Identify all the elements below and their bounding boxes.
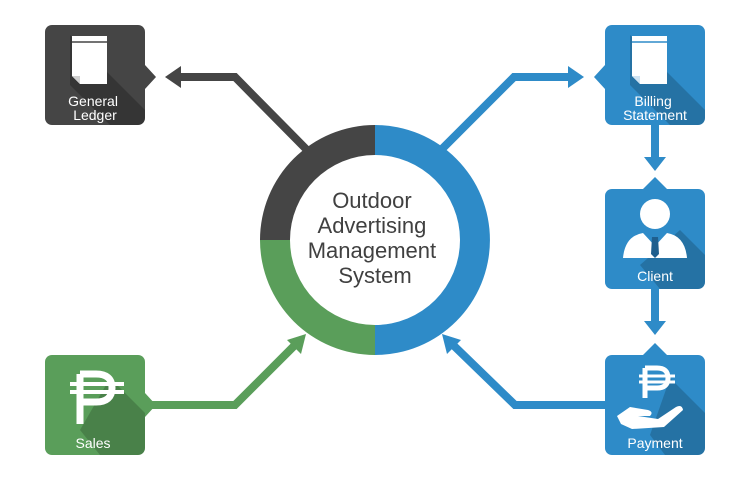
- connector-ring-to-billing: [437, 73, 572, 154]
- billing-statement-node: Billing Statement: [594, 25, 705, 125]
- general-ledger-node: General Ledger: [45, 25, 156, 125]
- arrow-head-ring-from-payment: [442, 334, 461, 354]
- connector-payment-to-ring: [447, 339, 605, 409]
- connector-sales-to-ring: [145, 339, 301, 409]
- document-icon: [632, 36, 667, 84]
- billing-statement-label: Billing Statement: [623, 93, 687, 123]
- client-person-icon: [623, 199, 687, 258]
- peso-icon: [70, 370, 124, 424]
- arrow-head-ring-from-sales: [287, 334, 306, 354]
- sales-label: Sales: [75, 435, 110, 451]
- payment-node: Payment: [605, 343, 705, 455]
- peso-hand-icon: [617, 365, 683, 429]
- payment-label: Payment: [627, 435, 682, 451]
- sales-node: Sales: [45, 355, 156, 455]
- central-ring: [260, 125, 490, 355]
- arrow-head-billing: [568, 66, 584, 88]
- arrow-head-client: [644, 157, 666, 171]
- arrow-head-general-ledger: [165, 66, 181, 88]
- client-node: Client: [605, 177, 705, 289]
- client-label: Client: [637, 268, 673, 284]
- document-icon: [72, 36, 107, 84]
- arrow-head-payment: [644, 321, 666, 335]
- connector-ring-to-general-ledger: [175, 73, 311, 154]
- center-title: Outdoor Advertising Management System: [308, 188, 443, 288]
- general-ledger-label: General Ledger: [68, 93, 122, 123]
